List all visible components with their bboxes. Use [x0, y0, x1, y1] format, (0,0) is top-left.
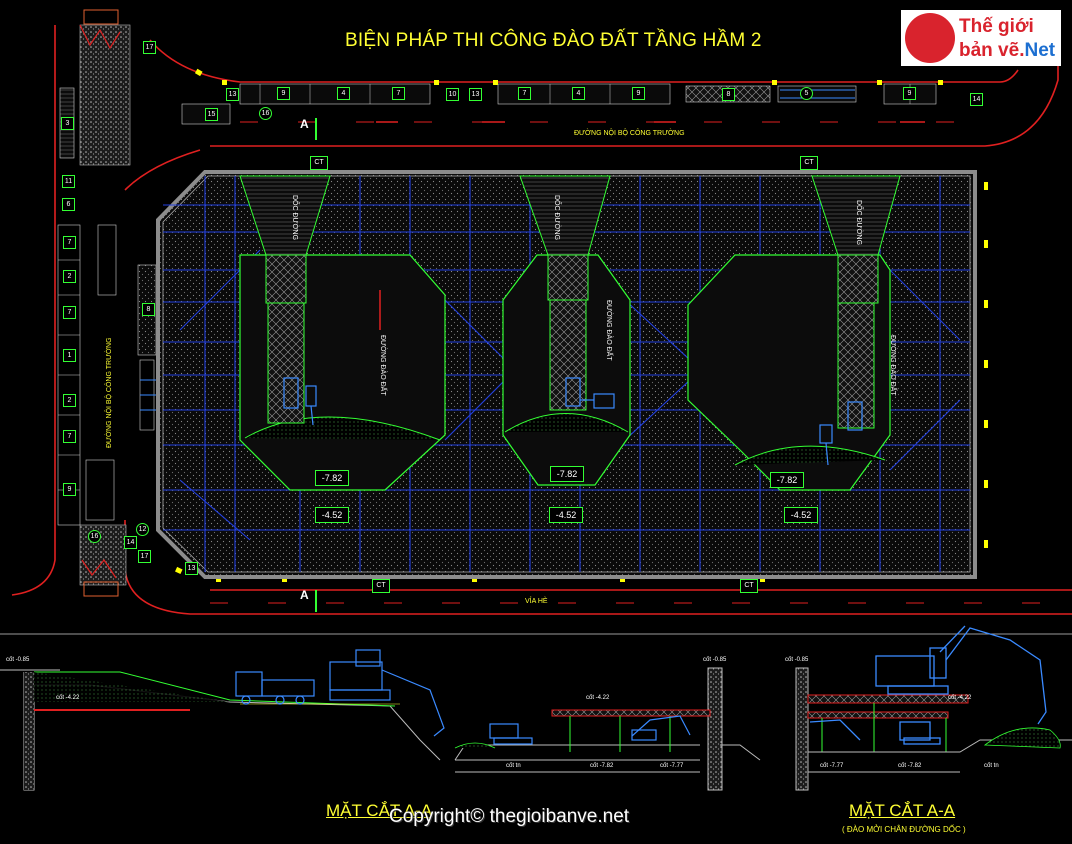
tag-left-15: 13	[185, 562, 198, 575]
house-icon	[905, 13, 955, 63]
tag-left-5: 2	[63, 394, 76, 407]
tag-top-6: 7	[518, 87, 531, 100]
section-mid-machines	[489, 715, 691, 745]
logo-line1: Thế giới	[959, 16, 1034, 37]
section-right-subtitle: ( ĐÀO MỞI CHÂN ĐƯỜNG DỐC )	[842, 825, 966, 834]
elevation-level-2: -4.52	[549, 507, 583, 523]
tag-top-3: 7	[392, 87, 405, 100]
section-left-cote-top: cốt -0.85	[6, 657, 30, 663]
right-edge-markers	[984, 182, 988, 548]
tag-top-13: 17	[143, 41, 156, 54]
section-mid-cote-mid: cốt -4.22	[586, 695, 610, 701]
section-right-profile	[795, 667, 1072, 791]
gravel-pad-bottom	[79, 524, 127, 586]
ct-marker-3: CT	[372, 579, 390, 593]
tag-left-13: 15	[205, 108, 218, 121]
elevation-pit-2: -7.82	[550, 466, 584, 482]
internal-road-label: ĐƯỜNG NỘI BỘ CÔNG TRƯỜNG	[574, 130, 685, 137]
tag-top-4: 10	[446, 88, 459, 101]
section-right-machines	[809, 625, 1047, 745]
section-marker-top: A	[300, 117, 309, 131]
logo-line2-b: Net	[1024, 40, 1056, 61]
elevation-level-3: -4.52	[784, 507, 818, 523]
tag-top-8: 9	[632, 87, 645, 100]
logo-line2: bản vẽ.Net	[959, 40, 1055, 62]
tag-top-7: 4	[572, 87, 585, 100]
tag-top-5: 13	[469, 88, 482, 101]
tag-left-4: 1	[63, 349, 76, 362]
tag-top-1: 9	[277, 87, 290, 100]
ct-marker-1: CT	[310, 156, 328, 170]
tag-left-1: 7	[63, 236, 76, 249]
section-right-cote-mid: cốt -4.22	[948, 695, 972, 701]
drawing-title: BIỆN PHÁP THI CÔNG ĐÀO ĐẤT TẦNG HẦM 2	[345, 30, 762, 51]
ramps	[239, 175, 901, 429]
sidewalk-label: VỈA HÈ	[525, 598, 548, 605]
section-left-title: MẶT CẮT A-A	[326, 801, 433, 820]
tag-left-7: 9	[63, 483, 76, 496]
ramp-label-3: DỐC ĐƯỜNG	[855, 200, 862, 246]
section-left-cote-mid: cốt -4.22	[56, 695, 80, 701]
section-right-cote-low2: cốt -7.82	[898, 763, 922, 769]
haul-road-label-1: ĐƯỜNG ĐÀO ĐẤT	[379, 335, 386, 396]
tag-left-14: 12	[136, 523, 149, 536]
tag-left-11: 3	[61, 117, 74, 130]
direction-arrows	[376, 121, 925, 330]
section-right-cote-top: cốt -0.85	[785, 657, 809, 663]
tag-left-2: 2	[63, 270, 76, 283]
tag-left-16: 14	[124, 536, 137, 549]
tag-top-12: 14	[970, 93, 983, 106]
tag-top-10: 5	[800, 87, 813, 100]
section-right-cote-low1: cốt -7.77	[820, 763, 844, 769]
tag-left-10: 6	[62, 198, 75, 211]
logo-line2-a: bản vẽ.	[959, 40, 1025, 61]
ramp-label-1: DỐC ĐƯỜNG	[291, 195, 298, 241]
section-mid-cote-low1: cốt -7.82	[590, 763, 614, 769]
tag-left-18: 17	[138, 550, 151, 563]
ramp-label-2: DỐC ĐƯỜNG	[553, 195, 560, 241]
site-logo[interactable]: Thế giới bản vẽ.Net	[901, 10, 1061, 66]
section-right-cote-bottom: cốt tn	[984, 763, 999, 769]
excavators	[283, 377, 863, 466]
left-facility-dividers	[58, 259, 80, 491]
elevation-level-1: -4.52	[315, 507, 349, 523]
haul-road-label-3: ĐƯỜNG ĐÀO ĐẤT	[889, 335, 896, 396]
road-centerline	[210, 121, 1072, 604]
tag-left-12: 16	[259, 107, 272, 120]
tag-top-9: 8	[722, 88, 735, 101]
tag-left-6: 7	[63, 430, 76, 443]
ct-marker-4: CT	[740, 579, 758, 593]
tag-left-3: 7	[63, 306, 76, 319]
gravel-pad-top	[79, 24, 131, 166]
grid-diagonals	[179, 249, 961, 541]
internal-road-left-label: ĐƯỜNG NỘI BỘ CÔNG TRƯỜNG	[106, 337, 113, 448]
elevation-pit-1: -7.82	[315, 470, 349, 486]
tag-left-17: 16	[88, 530, 101, 543]
water-lines	[140, 89, 855, 411]
tag-top-14: 13	[226, 88, 239, 101]
section-mid-profile	[454, 667, 723, 791]
ct-marker-2: CT	[800, 156, 818, 170]
section-mid-cote-bottom: cốt tn	[506, 763, 521, 769]
section-right-title: MẶT CẮT A-A	[849, 801, 956, 820]
tag-top-11: 9	[903, 87, 916, 100]
section-left-machines	[235, 649, 445, 737]
tag-left-8: 8	[142, 303, 155, 316]
section-left-profile	[0, 669, 441, 791]
section-mid-cote-low2: cốt -7.77	[660, 763, 684, 769]
haul-road-label-2: ĐƯỜNG ĐÀO ĐẤT	[605, 300, 612, 361]
tag-top-2: 4	[337, 87, 350, 100]
yellow-markers	[175, 68, 977, 582]
copyright-watermark: Copyright© thegioibanve.net	[389, 806, 630, 827]
elevation-pit-3: -7.82	[770, 472, 804, 488]
section-mid-cote-top: cốt -0.85	[703, 657, 727, 663]
section-marker-bottom: A	[300, 588, 309, 602]
tag-left-9: 11	[62, 175, 75, 188]
